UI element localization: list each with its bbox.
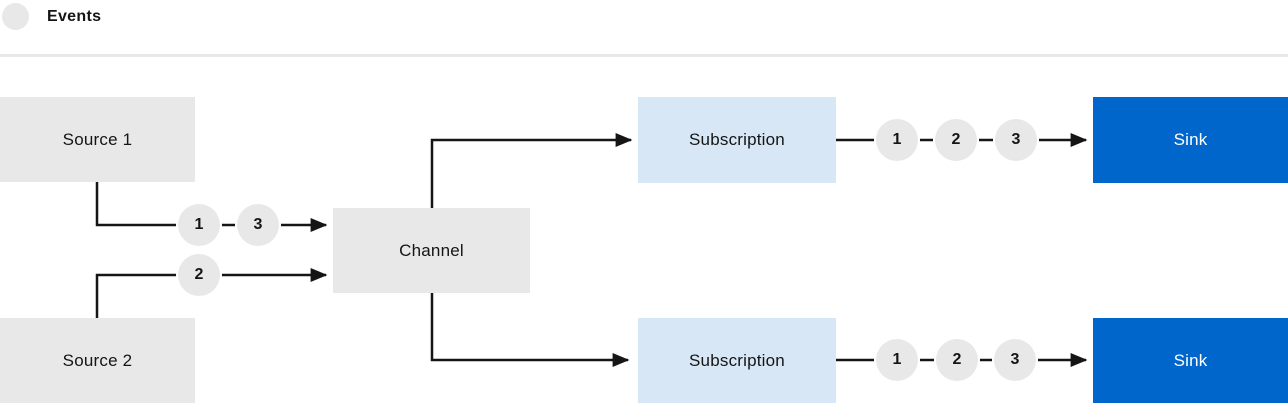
subscription-1-label: Subscription <box>689 130 785 149</box>
event-number: 1 <box>892 131 902 148</box>
source-2-node: Source 2 <box>0 318 195 403</box>
legend-label: Events <box>47 7 102 25</box>
source-1-node: Source 1 <box>0 97 195 182</box>
source-1-label: Source 1 <box>62 129 133 149</box>
event-circle-1: 1 <box>876 339 918 381</box>
sink-1-node: Sink <box>1093 97 1288 183</box>
channel-node: Channel <box>333 208 530 293</box>
event-circle-3: 3 <box>995 119 1037 161</box>
event-number: 1 <box>194 216 204 233</box>
subscription-2-label: Subscription <box>689 350 785 370</box>
event-number: 3 <box>1010 351 1020 368</box>
header-divider <box>0 54 1288 57</box>
event-number: 2 <box>952 351 962 368</box>
edge-channel-to-subscription1 <box>430 133 633 208</box>
edge-channel-to-subscription2 <box>430 292 630 367</box>
legend: Events <box>2 3 101 30</box>
event-circle-3: 3 <box>994 339 1036 381</box>
event-circle-legend-icon <box>2 3 29 30</box>
edge-source2-to-channel <box>95 268 328 318</box>
source-2-label: Source 2 <box>62 350 133 370</box>
event-circle-3: 3 <box>237 204 279 246</box>
event-number: 3 <box>1011 131 1021 148</box>
subscription-1-node: Subscription <box>638 97 836 183</box>
subscription-2-node: Subscription <box>638 318 836 403</box>
event-circle-1: 1 <box>876 119 918 161</box>
event-number: 2 <box>194 266 204 283</box>
sink-2-label: Sink <box>1173 350 1208 370</box>
channel-label: Channel <box>399 240 464 260</box>
event-circle-2: 2 <box>935 119 977 161</box>
sink-1-label: Sink <box>1173 130 1208 149</box>
event-circle-2: 2 <box>936 339 978 381</box>
event-circle-2: 2 <box>178 254 220 296</box>
sink-2-node: Sink <box>1093 318 1288 403</box>
event-circle-1: 1 <box>178 204 220 246</box>
event-number: 3 <box>253 216 263 233</box>
event-number: 1 <box>892 351 902 368</box>
event-number: 2 <box>951 131 961 148</box>
